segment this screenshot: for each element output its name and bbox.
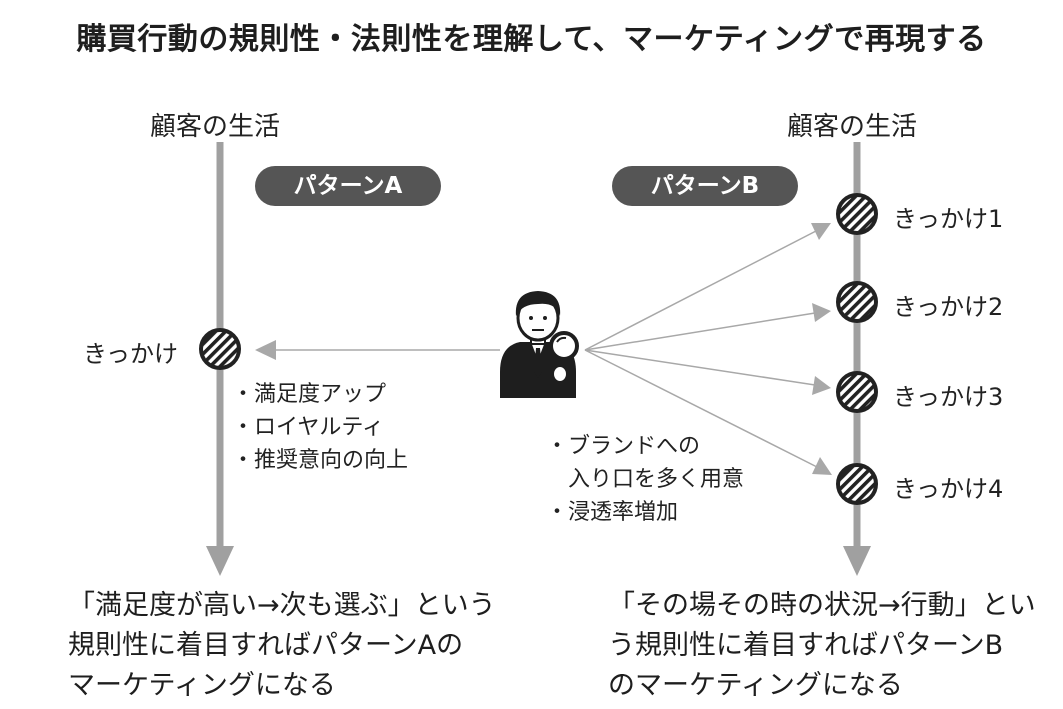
page-title: 購買行動の規則性・法則性を理解して、マーケティングで再現する	[76, 22, 987, 57]
trigger-1-label: きっかけ1	[893, 205, 1004, 233]
pattern-a-effects: 満足度アップ ロイヤルティ 推奨意向の向上	[232, 378, 408, 477]
hatched-circle-icon	[836, 281, 878, 323]
pattern-b-badge: パターンB	[612, 166, 798, 206]
trigger-2-label: きっかけ2	[893, 293, 1004, 321]
pattern-a-badge: パターンA	[255, 166, 441, 206]
summary-line: 「その場その時の状況→行動」とい	[608, 590, 1036, 621]
effect-item-continuation: 入り口を多く用意	[568, 467, 745, 492]
arrow-to-trigger-3	[584, 349, 831, 395]
arrow-to-left-trigger	[255, 340, 500, 360]
pattern-a-summary: 「満足度が高い→次も選ぶ」という 規則性に着目すればパターンAの マーケティング…	[68, 586, 496, 706]
summary-line: 「満足度が高い→次も選ぶ」という	[68, 590, 496, 621]
pattern-b-effects: ブランドへの 入り口を多く用意 浸透率増加	[546, 430, 744, 529]
summary-line: う規則性に着目すればパターンB	[608, 630, 1004, 661]
hatched-circle-icon	[199, 328, 241, 370]
effect-item: 推奨意向の向上	[232, 444, 408, 477]
summary-line: マーケティングになる	[68, 670, 336, 701]
left-trigger-label: きっかけ	[83, 340, 179, 368]
hatched-circle-icon	[836, 463, 878, 505]
arrow-to-trigger-4	[584, 349, 832, 475]
effect-item: ブランドへの	[546, 430, 744, 463]
left-timeline-label: 顧客の生活	[150, 112, 281, 142]
arrow-to-trigger-2	[584, 303, 831, 351]
effect-item: 満足度アップ	[232, 378, 408, 411]
right-timeline-label: 顧客の生活	[787, 112, 918, 142]
effect-item: ロイヤルティ	[232, 411, 408, 444]
effect-item: 浸透率増加	[546, 496, 744, 529]
trigger-3-label: きっかけ3	[893, 383, 1004, 411]
summary-line: のマーケティングになる	[608, 670, 903, 701]
trigger-4-label: きっかけ4	[893, 475, 1004, 503]
businessman-with-magnifier-icon	[500, 291, 579, 398]
pattern-b-summary: 「その場その時の状況→行動」とい う規則性に着目すればパターンB のマーケティン…	[608, 586, 1036, 706]
arrow-to-trigger-1	[584, 223, 831, 351]
hatched-circle-icon	[836, 371, 878, 413]
summary-line: 規則性に着目すればパターンAの	[68, 630, 464, 661]
hatched-circle-icon	[836, 193, 878, 235]
